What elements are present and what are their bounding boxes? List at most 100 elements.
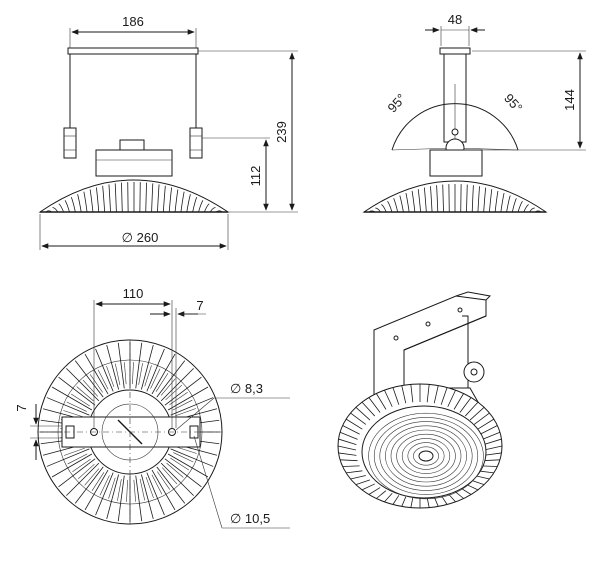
side-driver-housing [429,149,483,177]
driver-housing [95,149,173,177]
iso-fin [482,431,501,440]
iso-fin [480,425,498,435]
fin-line [506,195,511,213]
iso-fin [337,445,357,451]
radial-fin-inner [63,410,85,418]
fin-line [114,183,117,213]
reflector-ring [401,438,451,474]
radial-fin-inner [106,365,115,387]
radial-fin-inner [66,401,87,412]
iso-fin [355,479,371,486]
radial-fin-inner [91,472,105,491]
fin-line [477,186,480,213]
iso-fin [361,401,376,417]
fin-line [89,189,94,213]
radial-fin [51,453,93,478]
dim-slot-label: 7 [196,298,203,313]
radial-fin [146,348,165,392]
dim-side-height-label: 144 [562,89,577,111]
fin-line [168,187,172,213]
iso-fin [339,431,358,440]
radial-fin [160,462,194,496]
reflector-ring [379,421,473,491]
iso-fin [355,407,371,421]
iso-fin [459,397,472,413]
radial-fin-inner [169,391,188,405]
front-view: 186 239 112 ∅ 260 [38,14,298,250]
iso-fin [447,389,456,407]
iso-lens-face [361,405,487,499]
radial-fin [167,386,209,411]
side-view: 95° 95° 48 144 [362,12,586,213]
radial-fin [58,376,96,406]
radial-fin-inner [144,365,152,387]
iso-fin [345,418,363,430]
radial-fin-inner [150,368,161,389]
iso-fin [410,497,414,508]
radial-fin-inner [89,374,103,393]
radial-fin [74,360,104,398]
radial-fin [164,458,202,488]
iso-fin [401,385,407,404]
iso-center [418,450,434,462]
fin-line [489,189,493,213]
radial-fin [164,376,202,406]
fin-line [46,210,53,213]
radial-fin [117,475,125,522]
iso-fin [384,492,393,503]
radial-fin [135,342,143,389]
radial-fin-inner [175,446,197,454]
fin-line [96,187,100,213]
dim-diameter-label: ∅ 260 [122,230,159,245]
fin-line [471,185,474,213]
fin-line [77,194,82,213]
fin-line [368,210,375,213]
reflector-ring [368,412,484,500]
fin-line [70,196,76,213]
iso-fin [342,425,360,435]
radial-fin [51,386,93,411]
iso-fin [401,496,407,507]
side-heatsink-fins [368,184,542,213]
fin-line [466,184,468,213]
fin-line [186,194,191,213]
iso-fin [376,393,387,410]
radial-fin [106,474,119,520]
fin-line [83,191,88,213]
iso-fin [440,495,448,505]
iso-bracket [373,295,487,399]
fin-line [64,200,70,213]
fin-line [162,185,166,213]
fin-line [411,190,416,213]
angle-right-label: 95° [501,91,525,116]
radial-fin-inner [67,453,88,465]
radial-fin [66,462,100,496]
fin-line [174,189,179,213]
fin-line [535,210,542,213]
radial-fin [135,475,143,522]
fin-line [102,185,106,213]
fin-line [517,200,523,213]
radial-fin-inner [124,362,127,385]
hole-small-label: ∅ 8,3 [230,381,263,396]
reflector-ring [396,433,456,479]
fin-line [151,183,154,213]
iso-fin [350,412,367,425]
radial-fin-inner [77,463,95,480]
angle-left-label: 95° [385,91,409,116]
fin-line [494,190,499,213]
iso-fin [433,385,439,404]
iso-fin [368,487,381,495]
iso-fin [384,389,393,407]
hole-large-label: ∅ 10,5 [230,511,270,526]
fin-line [436,185,439,213]
iso-fin [350,475,366,480]
radial-fin [46,397,90,416]
fin-line [430,186,433,213]
iso-fin [368,397,381,413]
radial-fin-inner [161,467,178,485]
radial-fin-inner [139,478,146,501]
radial-fin [167,453,209,478]
